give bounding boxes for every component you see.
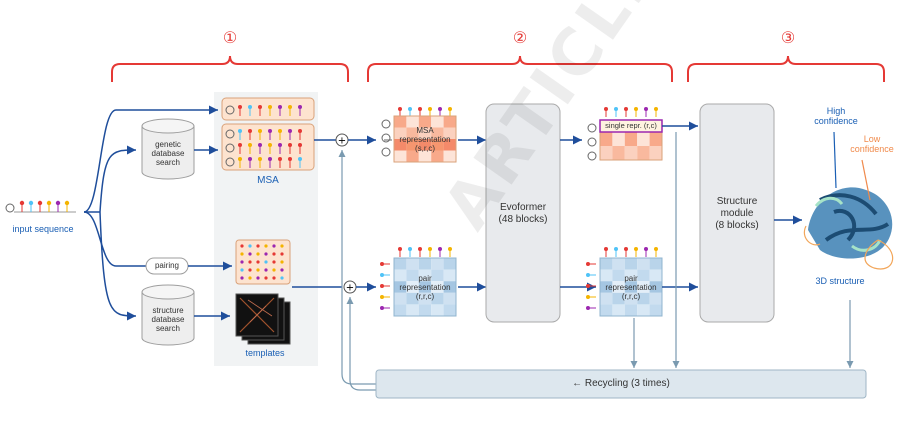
svg-text:+: +: [346, 283, 354, 294]
structure-module-block: [699, 103, 775, 323]
single-representation: [599, 119, 663, 161]
protein-structure-image: [803, 187, 894, 270]
template-stack: [235, 293, 291, 345]
recycling-label: ← Recycling (3 times): [572, 378, 670, 389]
single-repr-label: single repr. (r,c): [605, 121, 657, 130]
pairing-label: pairing: [154, 261, 179, 270]
bracket-3: [687, 55, 885, 82]
recycling-return: [338, 150, 376, 385]
pair-representation-output: [586, 257, 663, 317]
bracket-1: [111, 55, 349, 82]
msa-rows: [221, 97, 658, 257]
input-branch-lines: [83, 105, 218, 213]
recycling-bar: [375, 369, 867, 399]
evoformer-label: Evoformer(48 blocks): [498, 202, 548, 225]
structure-3d-label: 3D structure: [815, 276, 865, 286]
stage-number-3: ③: [780, 30, 796, 47]
stage-number-2: ②: [512, 30, 528, 47]
pairing-matrix: [235, 239, 291, 285]
msa-representation: [393, 115, 457, 163]
stage-number-1: ①: [222, 30, 238, 47]
structure-database-icon: [141, 284, 195, 346]
bracket-2: [367, 55, 673, 82]
templates-label: templates: [245, 348, 285, 358]
svg-text:+: +: [338, 136, 346, 147]
genetic-database-icon: [141, 118, 195, 180]
pair-representation-input: [380, 257, 457, 317]
msa-label: MSA: [257, 175, 279, 186]
input-sequence-glyph: [5, 200, 76, 213]
input-sequence-label: input sequence: [12, 224, 74, 234]
evoformer-block: [485, 103, 561, 323]
